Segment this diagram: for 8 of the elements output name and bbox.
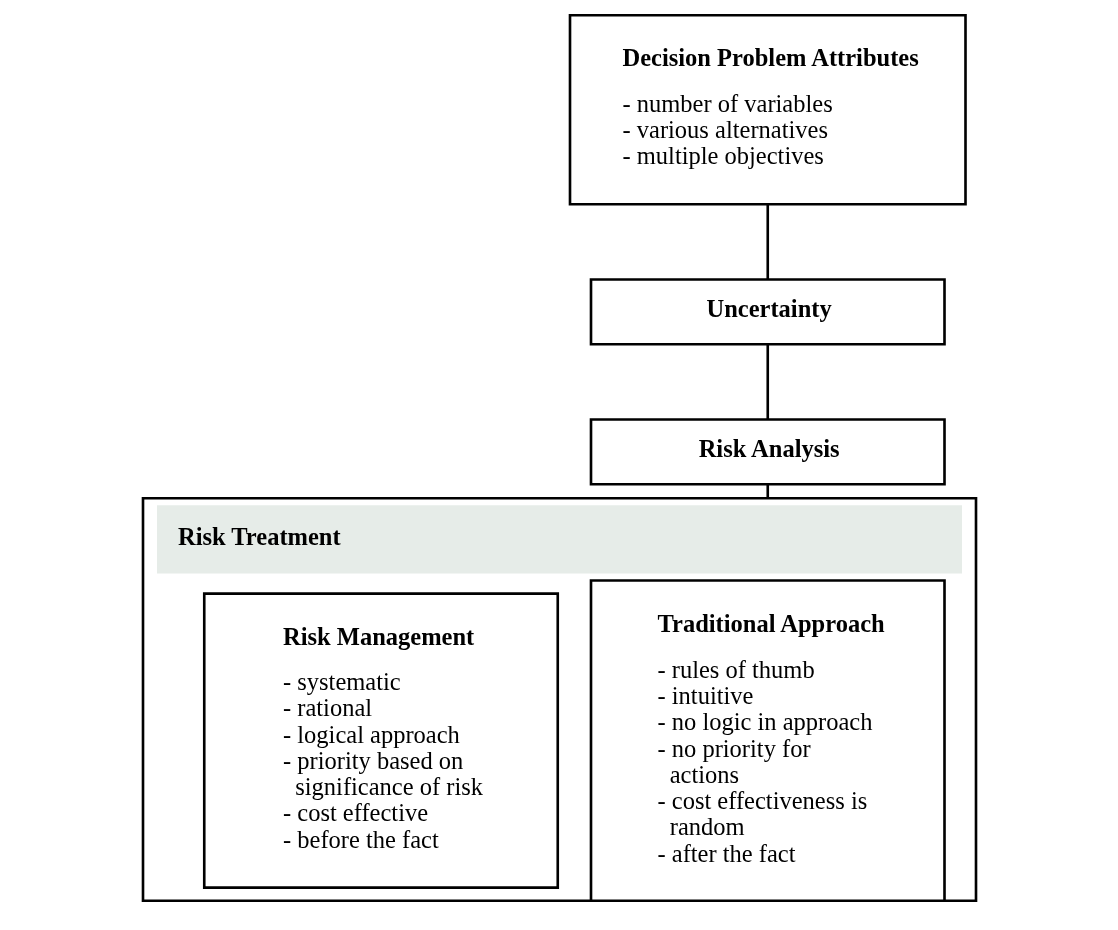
node-box: Traditional Approach - rules of thumb - intuitive - no logic in approach - no priority for actions - cost effectiveness is random - after the fact <box>589 579 946 903</box>
node-box: Risk Management - systematic - rational - logical approach - priority based on significance of risk - cost effective - before the fact <box>202 592 559 889</box>
node-box: Decision Problem Attributes - number of variables - various alternatives - multiple objectives <box>568 13 967 206</box>
node-box: Uncertainty <box>589 278 946 346</box>
connector <box>765 344 769 420</box>
node-box: Risk Analysis <box>589 418 946 486</box>
connector <box>765 484 769 499</box>
connector <box>765 204 769 280</box>
